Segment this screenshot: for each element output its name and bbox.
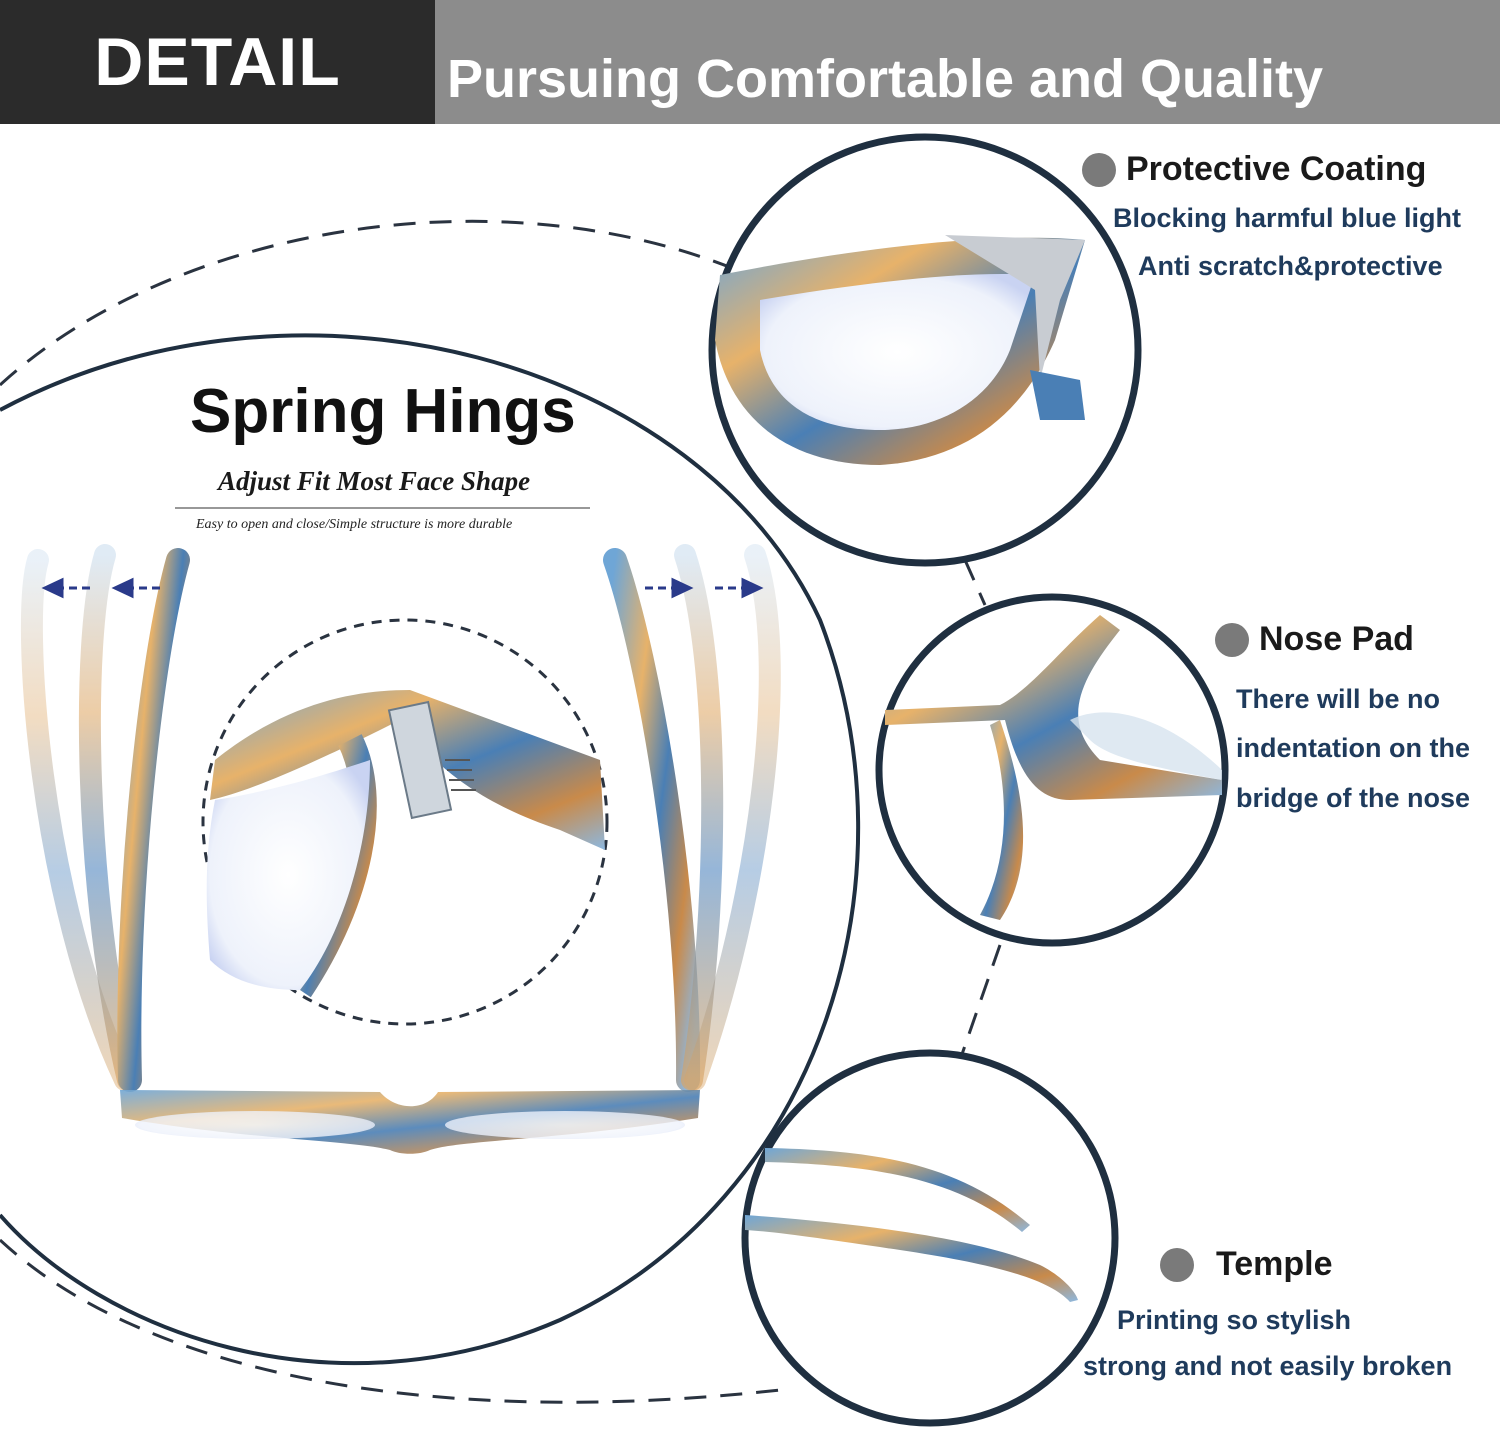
temple-heading: Temple	[1160, 1245, 1333, 1284]
right-temples	[603, 544, 781, 1092]
main-circle	[0, 333, 861, 1366]
dashed-connectors	[958, 559, 1002, 1061]
bullet-icon	[1082, 152, 1116, 187]
coating-heading: Protective Coating	[1082, 150, 1426, 189]
detail-label: DETAIL	[0, 0, 435, 124]
hinge-arrows	[41, 577, 764, 599]
nose-pad-line: There will be no	[1236, 684, 1441, 714]
nose-pad-line: bridge of the nose	[1236, 783, 1471, 813]
tagline: Pursuing Comfortable and Quality	[435, 0, 1500, 124]
spring-subtitle: Adjust Fit Most Face Shape	[218, 466, 531, 496]
nose-pad-circle	[875, 593, 1229, 947]
bullet-icon	[1215, 622, 1249, 657]
nose-pad-line: indentation on the	[1236, 733, 1470, 763]
front-frame	[120, 1090, 700, 1154]
bullet-icon	[1160, 1247, 1194, 1282]
hinge-detail-circle	[201, 618, 609, 1026]
temple-title: Temple	[1216, 1245, 1333, 1283]
temple-line: Printing so stylish	[1117, 1305, 1352, 1335]
coating-line: Blocking harmful blue light	[1113, 203, 1462, 233]
nose-pad-title: Nose Pad	[1259, 620, 1414, 658]
coating-circle	[708, 133, 1142, 567]
spring-title: Spring Hings	[190, 377, 576, 446]
coating-title: Protective Coating	[1126, 150, 1427, 188]
temple-line: strong and not easily broken	[1083, 1351, 1453, 1381]
dashed-orbit	[0, 219, 781, 1404]
nose-pad-heading: Nose Pad	[1215, 620, 1414, 659]
left-temples	[20, 544, 190, 1092]
temple-circle	[741, 1049, 1119, 1427]
spring-caption: Easy to open and close/Simple structure …	[196, 517, 513, 532]
coating-line: Anti scratch&protective	[1138, 251, 1443, 281]
